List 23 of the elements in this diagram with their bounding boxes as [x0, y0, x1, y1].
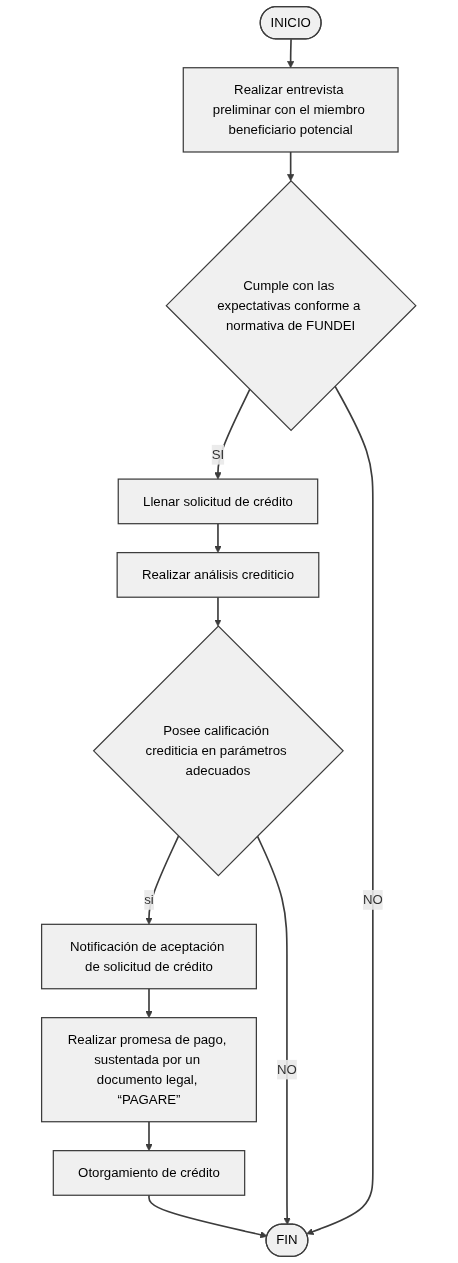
arrow	[287, 38, 295, 69]
arrow	[145, 1120, 153, 1151]
arrow	[287, 151, 295, 182]
edge-label: NO	[277, 1062, 298, 1077]
arrow	[214, 596, 222, 627]
node-box: Realizar entrevista preliminar con el miembro beneficiario potencial	[182, 67, 399, 153]
arrow	[214, 388, 251, 480]
arrow	[214, 522, 222, 553]
node-diamond: Posee calificación crediticia en parámetros adecuados	[93, 625, 345, 877]
arrow	[256, 835, 292, 1225]
edge-label: SI	[212, 447, 225, 462]
node-box: Llenar solicitud de crédito	[117, 478, 319, 525]
node-box: Notificación de aceptación de solicitud de crédito	[41, 923, 258, 990]
node-box: Realizar promesa de pago, sustentada por un documento legal, “PAGARE”	[41, 1017, 258, 1123]
arrow	[145, 835, 180, 925]
node-diamond: Cumple con las expectativas conforme a normativa de FUNDEI	[165, 180, 417, 432]
edge-label: NO	[363, 892, 384, 907]
arrow	[148, 1194, 268, 1239]
node-box: Otorgamiento de crédito	[53, 1150, 246, 1196]
node-box: Realizar análisis crediticio	[116, 552, 320, 598]
arrow	[145, 987, 153, 1018]
edge-label: si	[144, 892, 155, 907]
arrow	[306, 385, 374, 1235]
